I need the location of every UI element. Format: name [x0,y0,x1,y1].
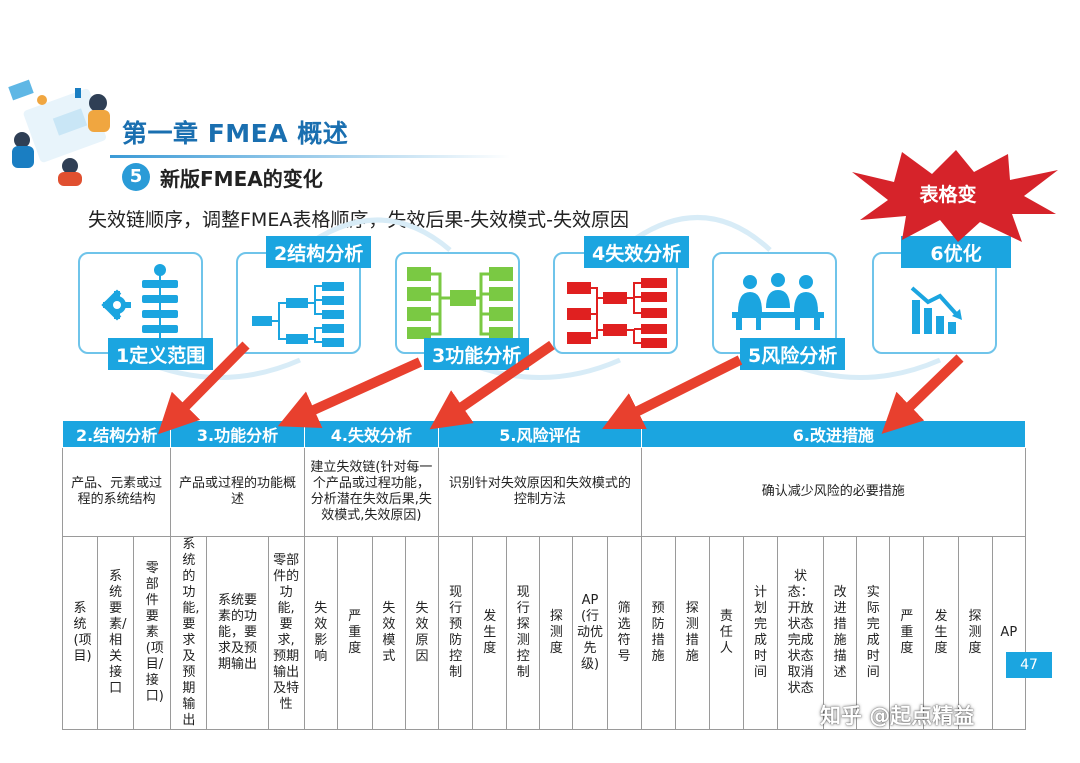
gear-flowchart-icon [101,264,178,349]
step-label-structure-analysis: 2结构分析 [266,236,372,268]
description-risk: 识别针对失效原因和失效模式的控制方法 [438,447,642,537]
table-column-cell: 计划完成时间 [742,536,779,730]
watermark: 知乎 @起点精益 [820,704,975,728]
table-column-cell: 系统要素的功能，要求及预期输出 [206,536,269,730]
step-box-structure-analysis [236,252,361,354]
table-column-cell: AP(行动优先级) [572,536,608,730]
table-description-row: 产品、元素或过程的系统结构 产品或过程的功能概述 建立失效链(针对每一个产品或过… [61,447,1027,537]
section-number-badge: 5 [122,163,150,191]
step-box-define-scope [78,252,203,354]
starburst-callout-icon [852,150,1058,242]
failure-chain-icon [567,278,667,348]
table-column-cell: 系统(项目) [61,536,99,730]
page-number: 47 [1006,652,1052,678]
step-label-optimization: 6优化 [901,236,1011,268]
table-header-row: 2.结构分析 3.功能分析 4.失效分析 5.风险评估 6.改进措施 [61,420,1027,448]
table-column-cell: 预防措施 [640,536,676,730]
table-column-cell: 现行预防控制 [438,536,474,730]
step-box-optimization [872,252,997,354]
team-illustration-icon [8,79,110,186]
header-function-analysis: 3.功能分析 [170,420,305,448]
table-column-cell: 筛选符号 [606,536,642,730]
declining-chart-icon [910,286,962,334]
step-label-define-scope: 1定义范围 [108,338,214,370]
table-column-cell: 探测度 [539,536,574,730]
table-column-cell: 改进措施描述 [823,536,858,730]
title-underline [110,155,510,158]
description-structure: 产品、元素或过程的系统结构 [61,447,172,537]
table-column-cell: 实际完成时间 [856,536,891,730]
header-risk-assessment: 5.风险评估 [438,420,642,448]
step-box-failure-analysis [553,252,678,354]
table-column-cell: 严重度 [336,536,373,730]
table-column-cell: 零部件要素(项目/接口) [133,536,172,730]
table-column-cell: 探测措施 [674,536,710,730]
description-function: 产品或过程的功能概述 [170,447,305,537]
chapter-title: 第一章 FMEA 概述 [122,119,349,148]
table-column-cell: 失效原因 [404,536,440,730]
table-column-cell: 探测度 [957,536,993,730]
table-column-cell: 现行探测控制 [506,536,541,730]
section-title: 新版FMEA的变化 [160,167,323,191]
step-box-function-analysis [395,252,520,354]
table-column-cell: 系统要素/相关接口 [97,536,135,730]
step-label-risk-analysis: 5风险分析 [740,338,846,370]
callout-text: 表格变 [919,184,977,206]
function-map-icon [407,267,513,339]
step-box-risk-analysis [712,252,837,354]
header-improvement-measures: 6.改进措施 [640,420,1027,448]
step-label-function-analysis: 3功能分析 [424,338,530,370]
fmea-table: 2.结构分析 3.功能分析 4.失效分析 5.风险评估 6.改进措施 产品、元素… [61,420,1027,730]
table-column-cell: AP [991,536,1027,730]
team-meeting-icon [732,273,824,330]
table-column-cell: 责任人 [708,536,744,730]
table-column-row: 系统(项目) 系统要素/相关接口 零部件要素(项目/接口) 系统的功能,要求及预… [61,536,1027,730]
header-failure-analysis: 4.失效分析 [303,420,440,448]
table-column-cell: 失效影响 [303,536,338,730]
step-label-failure-analysis: 4失效分析 [584,236,690,268]
header-structure-analysis: 2.结构分析 [61,420,172,448]
table-column-cell: 系统的功能,要求及预期输出 [170,536,208,730]
table-column-cell: 发生度 [472,536,508,730]
tree-structure-icon [252,282,344,347]
description-failure: 建立失效链(针对每一个产品或过程功能，分析潜在失效后果,失效模式,失效原因) [303,447,440,537]
table-column-cell: 状态：开放状态完成状态取消状态 [776,536,825,730]
table-column-cell: 零部件的功能,要求,预期输出及特性 [267,536,305,730]
table-column-cell: 失效模式 [371,536,406,730]
description-improvement: 确认减少风险的必要措施 [640,447,1027,537]
